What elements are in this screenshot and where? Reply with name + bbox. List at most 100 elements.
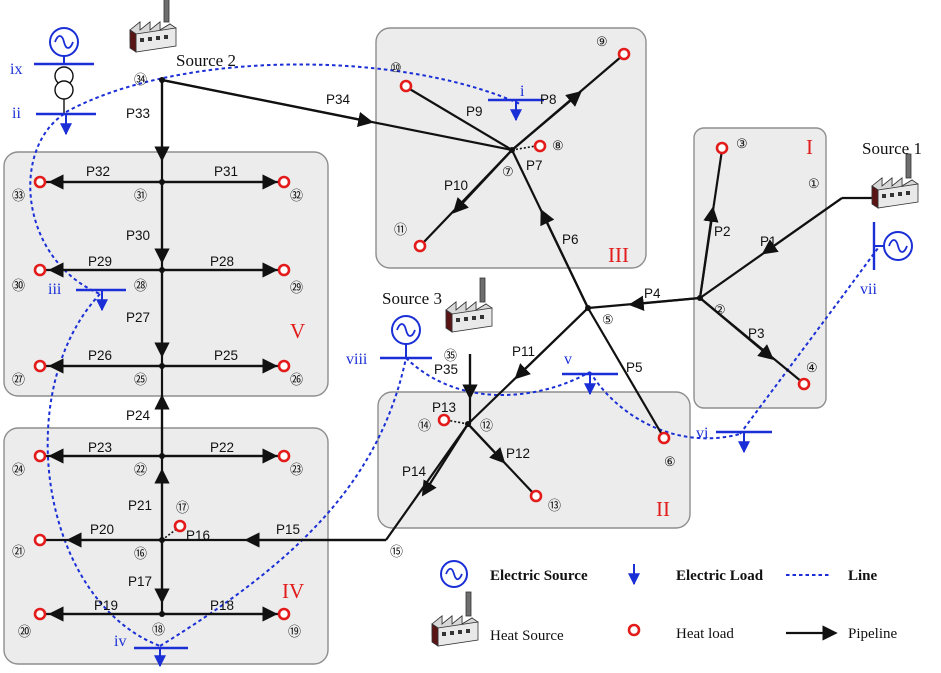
svg-text:P16: P16 — [186, 528, 210, 543]
svg-text:P1: P1 — [760, 234, 777, 249]
heat-load-33 — [33, 175, 47, 189]
pipe-P14 — [421, 423, 469, 497]
svg-text:P30: P30 — [126, 228, 150, 243]
junctions — [159, 77, 703, 617]
electric-lines — [29, 63, 879, 647]
svg-text:P32: P32 — [86, 164, 110, 179]
heat-load-29 — [277, 263, 291, 277]
heat-source-3-icon — [443, 277, 493, 333]
svg-text:P20: P20 — [90, 522, 114, 537]
svg-text:P3: P3 — [748, 326, 765, 341]
svg-text:P6: P6 — [562, 232, 579, 247]
svg-text:⑮: ⑮ — [390, 544, 403, 559]
svg-text:㉞: ㉞ — [134, 72, 147, 87]
heat-load-24 — [33, 449, 47, 463]
pipe-P34 — [161, 78, 374, 128]
pipe-P12 — [467, 423, 506, 464]
bus-label-vi: vi — [696, 425, 709, 442]
legend-electric-source-icon — [440, 560, 468, 588]
svg-text:㉖: ㉖ — [290, 372, 303, 387]
legend-heat-source: Heat Source — [490, 628, 564, 644]
svg-text:⑳: ⑳ — [18, 624, 31, 639]
heat-source-1-icon — [869, 153, 919, 209]
source-1-label: Source 1 — [862, 139, 922, 158]
electric-bus-iii — [76, 288, 126, 312]
electric-bus-v — [562, 372, 618, 396]
heat-load-23 — [277, 449, 291, 463]
svg-text:⑯: ⑯ — [134, 546, 147, 561]
source-3-label: Source 3 — [382, 289, 442, 308]
source-2-label: Source 2 — [176, 51, 236, 70]
line-v-vi — [589, 371, 741, 440]
heat-load-10 — [399, 79, 413, 93]
heat-source-2-icon — [127, 0, 177, 53]
electric-source-ix-icon — [34, 27, 94, 114]
pipe-P6 — [540, 209, 589, 309]
svg-text:P35: P35 — [434, 362, 458, 377]
svg-text:P33: P33 — [126, 106, 150, 121]
svg-text:④: ④ — [806, 360, 818, 375]
svg-text:⑧: ⑧ — [552, 138, 564, 153]
svg-text:P13: P13 — [432, 400, 456, 415]
heat-load-32 — [277, 175, 291, 189]
heat-load-27 — [33, 359, 47, 373]
region-label-II: II — [656, 497, 670, 521]
svg-text:P15: P15 — [276, 522, 300, 537]
svg-text:P34: P34 — [326, 92, 351, 107]
svg-text:P9: P9 — [466, 104, 483, 119]
svg-text:②: ② — [714, 302, 726, 317]
svg-text:㉛: ㉛ — [134, 188, 147, 203]
pipe-P3 — [699, 297, 774, 360]
heat-load-3 — [715, 141, 729, 155]
svg-text:㉙: ㉙ — [290, 280, 303, 295]
pipe-labels: P1 P2 P3 P4 P5 P6 P7 P8 P9 P10 P11 P12 P… — [86, 92, 777, 613]
svg-text:㉔: ㉔ — [12, 462, 25, 477]
svg-text:㉗: ㉗ — [12, 372, 25, 387]
svg-text:P19: P19 — [94, 598, 118, 613]
region-label-IV: IV — [282, 579, 304, 603]
legend-heat-load-icon — [627, 623, 641, 637]
heat-load-6 — [657, 431, 671, 445]
heat-load-17 — [173, 519, 187, 533]
heat-load-30 — [33, 263, 47, 277]
svg-text:P31: P31 — [214, 164, 238, 179]
svg-text:P23: P23 — [88, 440, 112, 455]
pipe-P4 — [628, 295, 701, 311]
svg-text:P18: P18 — [210, 598, 234, 613]
svg-text:⑰: ⑰ — [176, 500, 189, 515]
heat-load-14 — [437, 413, 451, 427]
electric-bus-vi — [716, 430, 772, 454]
svg-text:①: ① — [808, 176, 820, 191]
svg-text:P24: P24 — [126, 408, 151, 423]
region-label-I: I — [806, 135, 813, 159]
svg-text:③: ③ — [736, 136, 748, 151]
svg-text:㉜: ㉜ — [290, 188, 303, 203]
legend-heat-source-icon — [429, 591, 479, 647]
svg-text:⑲: ⑲ — [288, 624, 301, 639]
heat-load-13 — [529, 489, 543, 503]
svg-text:P2: P2 — [714, 224, 731, 239]
pipe-P11 — [514, 307, 589, 380]
region-label-III: III — [608, 243, 629, 267]
svg-text:P12: P12 — [506, 446, 530, 461]
bus-label-iv: iv — [114, 633, 126, 650]
heat-load-26 — [277, 359, 291, 373]
svg-text:P17: P17 — [128, 574, 152, 589]
svg-text:⑱: ⑱ — [152, 622, 165, 637]
svg-text:㉕: ㉕ — [134, 372, 147, 387]
pipe-P2 — [698, 206, 719, 299]
svg-text:㉓: ㉓ — [290, 462, 303, 477]
svg-text:⑨: ⑨ — [596, 34, 608, 49]
heat-load-21 — [33, 533, 47, 547]
svg-text:P25: P25 — [214, 348, 238, 363]
electric-bus-i — [488, 98, 544, 122]
heat-load-8 — [533, 139, 547, 153]
region-label-V: V — [290, 319, 305, 343]
svg-text:P8: P8 — [540, 92, 557, 107]
bus-label-viii: viii — [346, 351, 368, 368]
heat-load-19 — [277, 607, 291, 621]
heat-load-9 — [617, 47, 631, 61]
legend-pipeline: Pipeline — [848, 626, 898, 642]
region-II — [377, 391, 691, 529]
